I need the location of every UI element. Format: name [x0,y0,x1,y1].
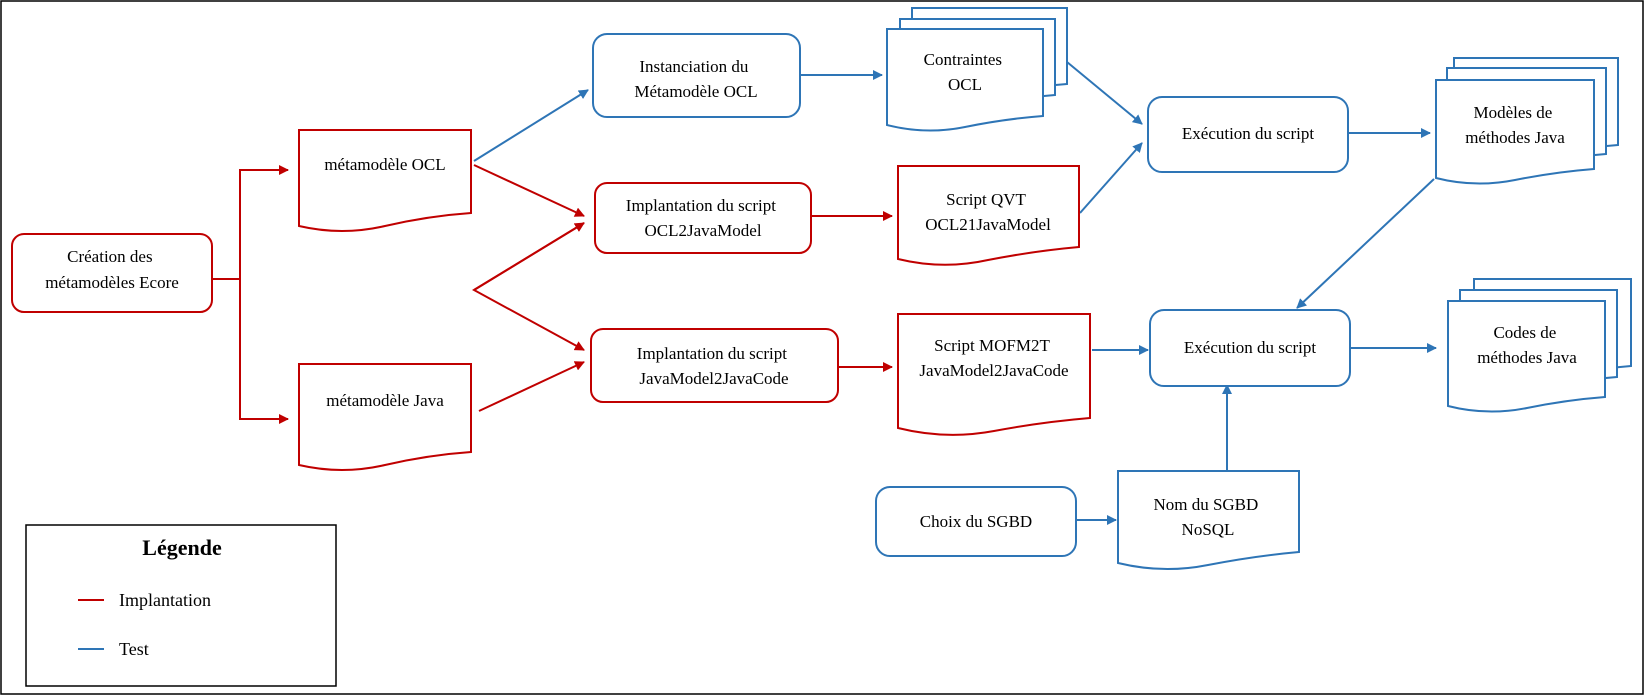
edge-metamodele-ocl-to-implantation-ocl [473,164,585,217]
label-instanciation: Instanciation du Métamodèle OCL [634,57,757,101]
node-choix-sgbd-box [875,486,1077,557]
label-modeles-java: Modèles de méthodes Java [1465,103,1565,147]
node-script-qvt-doc [897,165,1080,266]
node-codes-doc-front [1447,300,1606,413]
node-contraintes-doc-front [886,28,1044,132]
node-execution-1-box [1147,96,1349,173]
node-modeles-doc-front [1435,79,1595,185]
label-implantation-ocl: Implantation du script OCL2JavaModel [626,196,780,240]
label-implantation-java: Implantation du script JavaModel2JavaCod… [637,344,791,388]
edge-contraintes-to-execution-1 [1066,61,1143,125]
label-execution-1: Exécution du script [1182,124,1314,143]
legend-test-label: Test [119,639,149,659]
node-implantation-ocl-box [594,182,812,254]
node-execution-2-box [1149,309,1351,387]
label-execution-2: Exécution du script [1184,338,1316,357]
legend-implantation-label: Implantation [119,590,211,610]
label-nom-sgbd: Nom du SGBD NoSQL [1153,495,1262,539]
node-nom-sgbd-doc [1117,470,1300,570]
label-metamodele-java: métamodèle Java [326,391,444,410]
node-script-mofm2t-doc [897,313,1091,436]
label-metamodele-ocl: métamodèle OCL [324,155,445,174]
edge-creation-to-metamodele-java [239,279,289,424]
edge-fork-to-implantation-ocl [473,222,585,291]
label-codes-java: Codes de méthodes Java [1477,323,1577,367]
legend-box [25,524,337,687]
label-contraintes-ocl: Contraintes OCL [924,50,1007,94]
label-script-qvt: Script QVT OCL21JavaModel [925,190,1051,234]
edge-fork-to-implantations [471,222,585,351]
label-script-mofm2t: Script MOFM2T JavaModel2JavaCode [919,336,1068,380]
node-instanciation-box [592,33,801,118]
edge-metamodele-ocl-to-instanciation [473,89,589,162]
legend: Légende Implantation Test [25,524,337,687]
edge-creation-to-metamodele-ocl [212,165,289,280]
node-metamodele-ocl-doc [298,129,472,232]
edge-script-qvt-to-execution-1 [1079,142,1143,214]
label-choix-sgbd: Choix du SGBD [920,512,1032,531]
node-metamodele-java-doc [298,363,472,471]
node-creation-box [11,233,213,313]
edge-modeles-to-execution-2 [1296,178,1435,309]
label-creation: Création des métamodèles Ecore [45,247,179,292]
legend-title: Légende [142,535,222,560]
node-implantation-java-box [590,328,839,403]
edge-metamodele-java-to-implantation-java [478,361,585,412]
